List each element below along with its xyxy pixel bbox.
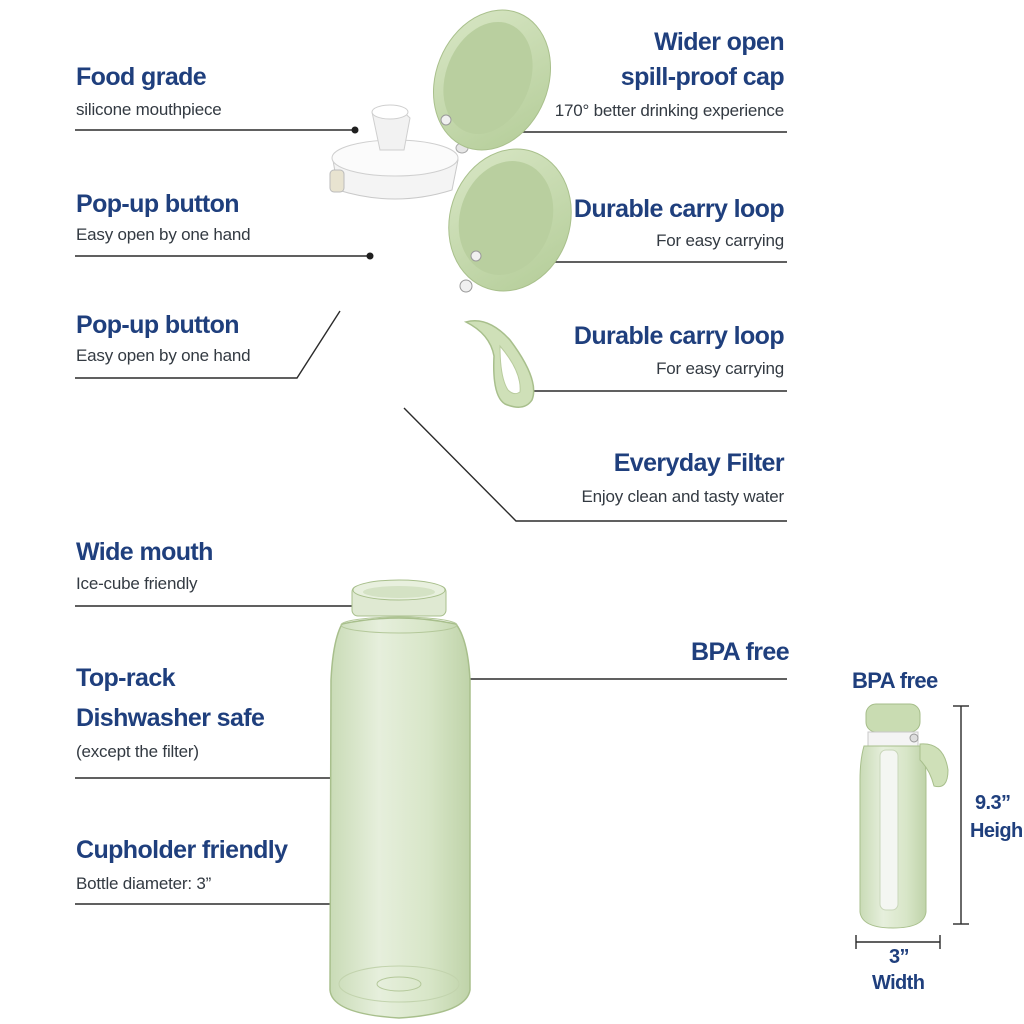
height-label: Heigh	[970, 820, 1023, 842]
wider-cap-subtitle: 170° better drinking experience	[554, 101, 785, 120]
carry-loop-subtitle-2: For easy carrying	[656, 359, 784, 378]
bpa-free-title: BPA free	[690, 638, 790, 666]
open-cap	[432, 9, 552, 151]
wide-mouth-subtitle: Ice-cube friendly	[76, 574, 198, 593]
wider-cap-title-line2: spill-proof cap	[620, 63, 785, 91]
wide-mouth-title: Wide mouth	[76, 538, 213, 566]
width-label: Width	[872, 972, 925, 994]
food-grade-subtitle: silicone mouthpiece	[76, 100, 222, 119]
dimension-lines	[855, 705, 969, 949]
cupholder-subtitle: Bottle diameter: 3”	[76, 874, 212, 893]
everyday-filter-title: Everyday Filter	[613, 449, 785, 477]
width-value: 3”	[889, 946, 910, 968]
carry-loop-subtitle-1: For easy carrying	[656, 231, 784, 250]
cupholder-title: Cupholder friendly	[76, 836, 288, 864]
popup-button-subtitle-2: Easy open by one hand	[76, 346, 251, 365]
leader-lines	[75, 129, 787, 905]
dimensions-bpa-label: BPA free	[852, 668, 938, 693]
height-value: 9.3”	[975, 792, 1011, 814]
popup-button-title-1: Pop-up button	[76, 190, 240, 218]
small-bottle	[859, 703, 949, 929]
lid-mouthpiece	[329, 104, 469, 200]
popup-button-subtitle-1: Easy open by one hand	[76, 225, 251, 244]
popup-button-title-2: Pop-up button	[76, 311, 240, 339]
carry-loop	[463, 320, 535, 408]
everyday-filter-subtitle: Enjoy clean and tasty water	[581, 487, 785, 506]
dishwasher-title-line1: Top-rack	[76, 664, 176, 692]
cap-closed	[448, 148, 572, 293]
carry-loop-title-1: Durable carry loop	[573, 195, 785, 223]
wider-cap-title-line1: Wider open	[654, 28, 784, 56]
carry-loop-title-2: Durable carry loop	[573, 322, 785, 350]
dishwasher-title-line2: Dishwasher safe	[76, 704, 265, 732]
food-grade-title: Food grade	[76, 63, 207, 91]
main-bottle	[329, 579, 471, 1019]
dishwasher-subtitle: (except the filter)	[76, 742, 199, 761]
